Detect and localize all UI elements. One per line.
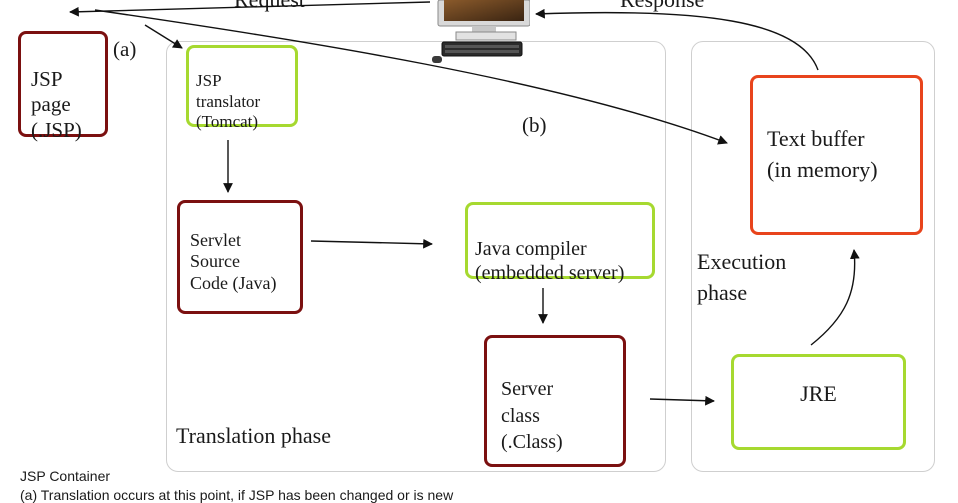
text-buffer-label: Text buffer (in memory) <box>767 126 878 183</box>
to-text-buffer-arrow <box>94 9 728 145</box>
execution-phase-label: Execution phase <box>697 249 787 305</box>
jre-box: JRE <box>731 354 906 450</box>
response-arrow <box>535 8 819 71</box>
jsp-translator-box: JSP translator (Tomcat) <box>186 45 298 131</box>
text-buffer-box: Text buffer (in memory) <box>750 75 923 235</box>
jsp-translator-label: JSP translator (Tomcat) <box>196 71 261 132</box>
translation-note: (a) Translation occurs at this point, if… <box>20 487 454 503</box>
server-class-box: Server class (.Class) <box>484 335 626 467</box>
server-class-label: Server class (.Class) <box>501 378 563 454</box>
translator-input-arrow <box>144 24 183 49</box>
marker-a: (a) <box>113 37 137 61</box>
output-arrow <box>810 249 860 346</box>
jsp-page-label: JSP page (.JSP) <box>31 67 82 142</box>
jsp-page-box: JSP page (.JSP) <box>18 31 108 142</box>
computer-icon <box>432 0 530 63</box>
servlet-source-label: Servlet Source Code (Java) <box>190 229 277 293</box>
response-label: Response <box>620 0 704 13</box>
servlet-source-box: Servlet Source Code (Java) <box>177 200 303 314</box>
java-compiler-label: Java compiler (embedded server) <box>475 238 625 284</box>
request-arrow <box>69 1 431 17</box>
jre-label: JRE <box>800 380 837 406</box>
translation-phase-label: Translation phase <box>176 423 332 448</box>
compile-arrow <box>310 238 433 249</box>
jsp-container-label: JSP Container <box>20 468 111 484</box>
marker-b: (b) <box>522 113 547 137</box>
execute-arrow <box>649 395 715 406</box>
java-compiler-box: Java compiler (embedded server) <box>465 202 655 284</box>
